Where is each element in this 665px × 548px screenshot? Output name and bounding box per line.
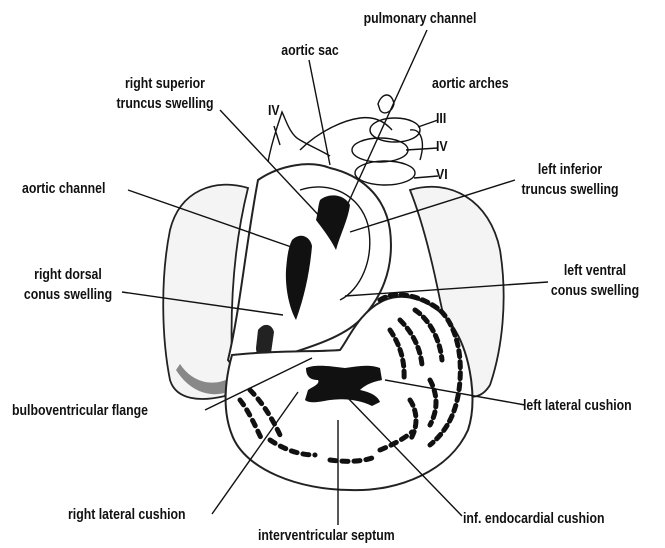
label-pulmonary-channel: pulmonary channel (359, 10, 482, 27)
label-aortic-channel: aortic channel (22, 180, 105, 197)
label-left-ventral-conus-swelling-line2: conus swelling (546, 282, 644, 299)
label-left-lateral-cushion: left lateral cushion (523, 397, 632, 414)
label-bulboventricular-flange: bulboventricular flange (12, 402, 148, 419)
leader-pulmonary-channel (345, 30, 427, 210)
dorsal-aorta-stub (410, 130, 422, 160)
label-aortic-arches: aortic arches (432, 75, 509, 92)
leader-vi (414, 176, 438, 178)
leader-iii (418, 120, 438, 127)
label-interventricular-septum: interventricular septum (258, 527, 395, 544)
label-right-dorsal-conus-swelling-line1: right dorsal (19, 266, 117, 283)
label-arch-vi: VI (436, 166, 448, 183)
label-left-ventral-conus-swelling-line1: left ventral (546, 262, 644, 279)
label-left-inferior-truncus-swelling-line1: left inferior (517, 161, 624, 178)
aortic-arch-top (378, 95, 394, 113)
aortic-arch-vi (355, 161, 415, 185)
label-arch-iv-left: IV (436, 138, 448, 155)
label-right-superior-truncus-swelling-line1: right superior (108, 75, 223, 92)
label-right-superior-truncus-swelling-line2: truncus swelling (108, 95, 223, 112)
aortic-arch-iv-left (352, 138, 408, 162)
label-right-lateral-cushion: right lateral cushion (68, 506, 186, 523)
label-arch-iii: III (436, 110, 446, 127)
label-inf-endocardial-cushion: inf. endocardial cushion (463, 510, 604, 527)
leader-iv-left (406, 148, 438, 150)
aortic-sac-tube (300, 118, 392, 150)
label-right-dorsal-conus-swelling-line2: conus swelling (19, 286, 117, 303)
label-aortic-sac: aortic sac (269, 42, 351, 59)
label-left-inferior-truncus-swelling-line2: truncus swelling (517, 181, 624, 198)
label-arch-iv-right: IV (268, 102, 280, 119)
leader-aortic-sac (309, 60, 330, 165)
